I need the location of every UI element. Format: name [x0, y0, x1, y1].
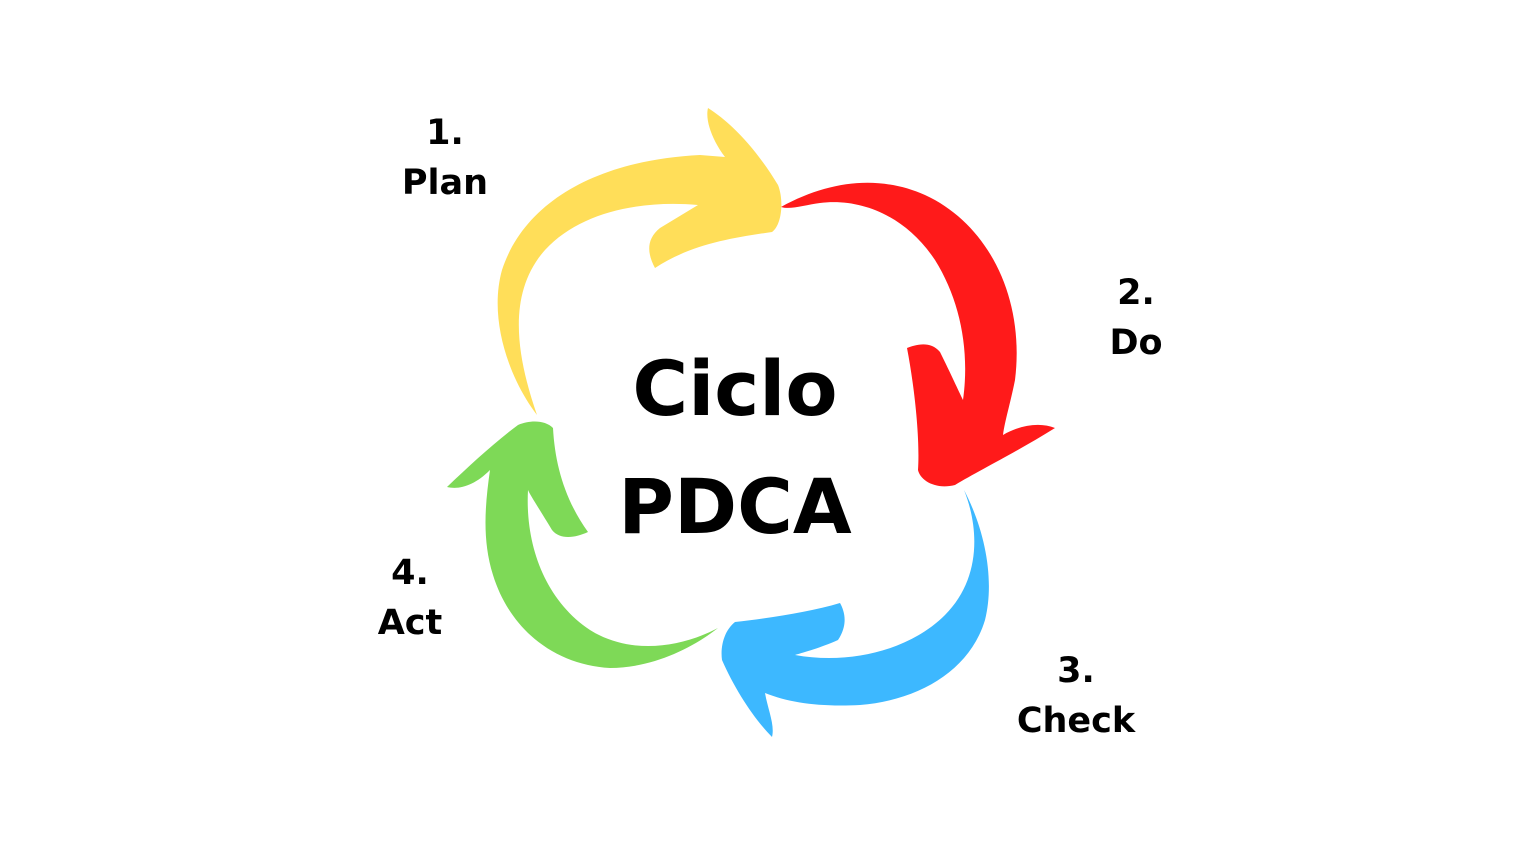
step-act-label: 4. Act: [350, 548, 470, 648]
step-name: Check: [1016, 701, 1136, 741]
step-name: Plan: [401, 163, 489, 203]
step-plan-label: 1. Plan: [385, 108, 505, 208]
act-arrow: [447, 421, 718, 668]
do-arrow: [781, 182, 1055, 487]
cycle-title: Ciclo PDCA: [585, 330, 885, 566]
step-number: 4.: [391, 553, 429, 593]
plan-arrow: [497, 108, 782, 415]
title-line-1: Ciclo: [632, 344, 838, 433]
step-number: 2.: [1117, 273, 1155, 313]
step-number: 1.: [426, 113, 464, 153]
step-do-label: 2. Do: [1076, 268, 1196, 368]
step-number: 3.: [1057, 651, 1095, 691]
title-line-2: PDCA: [618, 462, 852, 551]
step-name: Act: [377, 603, 443, 643]
step-check-label: 3. Check: [1006, 646, 1146, 746]
check-arrow: [721, 490, 989, 737]
step-name: Do: [1109, 323, 1163, 363]
